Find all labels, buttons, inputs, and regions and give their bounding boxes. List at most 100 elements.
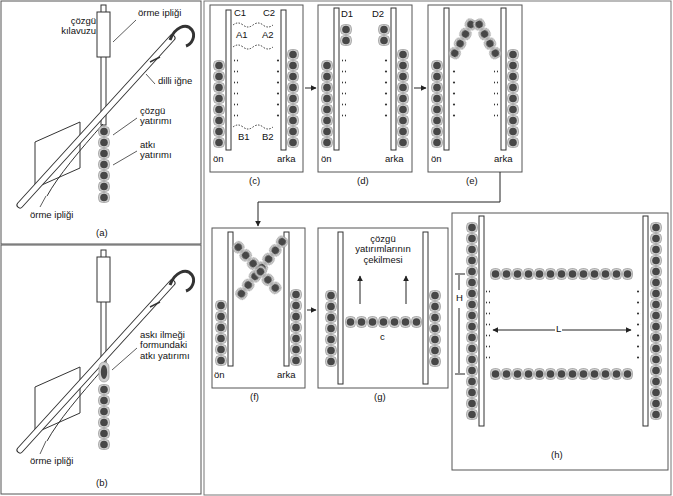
point-label: c: [380, 332, 385, 342]
part-label: örme ipliği: [138, 8, 182, 18]
leader-line: [40, 441, 46, 454]
part-label: askı ilmeği formundaki atkı yatırımı: [140, 330, 200, 361]
side-label: ön: [214, 370, 225, 380]
panel-h: [479, 216, 484, 426]
dimension-line: [459, 275, 460, 290]
panel-letter: (a): [96, 228, 108, 238]
panel-g: [338, 232, 343, 384]
needle-and-guide: [20, 5, 194, 205]
panel-e: [431, 60, 443, 148]
leader-line: [40, 348, 137, 454]
panel-d: [321, 60, 333, 148]
panel-frame: [428, 5, 522, 172]
panel-e: [507, 49, 519, 148]
panel-letter: (g): [374, 392, 386, 402]
panel-e: [501, 8, 506, 150]
panel-h: [466, 222, 478, 420]
dimension-label: L: [555, 324, 562, 334]
dimension-line: [459, 308, 460, 373]
leader-line: [146, 74, 155, 84]
panel-c: [233, 23, 273, 27]
panel-d: [391, 8, 396, 150]
side-label: ön: [321, 154, 332, 164]
panel-h: [490, 368, 633, 380]
panel-d: [342, 55, 346, 121]
step-arrow: [307, 310, 316, 311]
panel-c: [287, 49, 299, 148]
panel-c: [226, 10, 231, 150]
panel-g: [429, 290, 441, 367]
panel-e: [471, 17, 503, 61]
panel-e: [494, 70, 498, 125]
dimension-line: [455, 274, 631, 374]
panel-letter: (h): [551, 450, 563, 460]
point-label: D1: [341, 9, 353, 19]
panel-d: [397, 49, 409, 148]
step-arrow: [258, 172, 500, 226]
panel-h: [486, 284, 490, 361]
panel-f: [284, 232, 289, 366]
panel-f: [215, 300, 227, 366]
part-label: atkı yatırımı: [140, 140, 188, 161]
leader-line: [113, 20, 136, 42]
leader-line: [40, 20, 155, 207]
panel-e: [452, 70, 456, 125]
side-label: arka: [277, 154, 295, 164]
panel-g: [325, 290, 337, 367]
panel-g: [345, 316, 422, 328]
panel-c: [213, 60, 225, 148]
loop-column: [98, 384, 110, 450]
point-label: A2: [262, 30, 274, 40]
panel-f: [228, 232, 233, 366]
panel-g: [325, 232, 441, 384]
panel-letter: (f): [250, 392, 259, 402]
dimension-label: H: [455, 293, 464, 303]
part-label: dilli iğne: [158, 76, 196, 86]
panel-g: [325, 290, 337, 367]
panel-d: [340, 24, 352, 46]
panel-g: [406, 276, 407, 304]
panel-h: [466, 222, 478, 420]
point-label: D2: [372, 9, 384, 19]
panel-h: [490, 268, 633, 280]
panel-f: [215, 300, 227, 366]
leader-line: [113, 151, 137, 165]
panel-h: [650, 222, 662, 420]
panel-letter: (d): [357, 176, 369, 186]
panel-c: [213, 60, 225, 148]
panel-h: [490, 268, 633, 280]
leader-line: [112, 348, 137, 370]
panel-f: [230, 239, 283, 296]
panel-frame: [452, 213, 668, 470]
panel-f: [230, 239, 283, 296]
step-arrow: [305, 88, 316, 89]
panel-frame: [318, 228, 448, 388]
panel-frame: [212, 228, 305, 388]
panel-c: [233, 23, 273, 129]
panel-e: [431, 60, 443, 148]
panel-h: [455, 216, 662, 426]
panel-frame: [1, 1, 201, 244]
panel-h: [650, 222, 662, 420]
part-label: çözgü kılavuzu: [52, 16, 96, 37]
panel-g: [423, 232, 428, 384]
side-label: arka: [385, 154, 403, 164]
panel-d: [321, 8, 409, 150]
loop-column: [98, 384, 110, 450]
leader-line: [40, 196, 46, 207]
point-label: B1: [238, 132, 250, 142]
panel-g: [360, 276, 361, 304]
panel-h: [643, 216, 648, 426]
tuck-loop: [99, 362, 109, 382]
point-label: A1: [236, 30, 248, 40]
panel-c: [233, 45, 273, 49]
panel-f: [290, 289, 302, 366]
panel-d: [378, 24, 390, 46]
panel-letter: (b): [96, 478, 108, 488]
panel-h: [637, 284, 641, 361]
part-label: örme ipliği: [30, 456, 74, 466]
panel-g: [345, 316, 422, 328]
panel-d: [334, 8, 339, 150]
